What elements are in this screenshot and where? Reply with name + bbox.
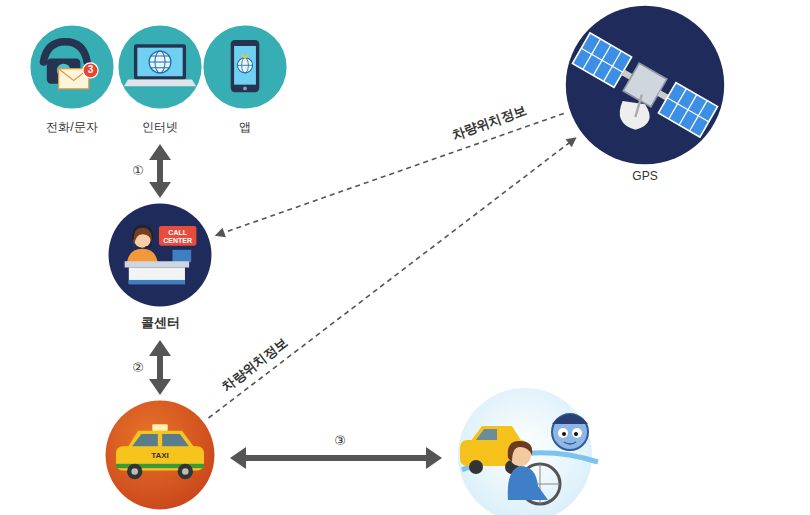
node-circle: CALL CENTER 콜센터 xyxy=(108,203,212,331)
circle-fill xyxy=(109,204,212,307)
passenger-illustration-part xyxy=(508,466,548,500)
passenger-illustration-part xyxy=(508,441,533,462)
node-circle: 인터넷 xyxy=(118,25,202,135)
data-flow-arrow xyxy=(215,113,564,237)
icon-text: TAXI xyxy=(144,452,176,460)
node-label: 전화/문자 xyxy=(30,119,114,135)
connector-line xyxy=(157,157,163,185)
circle-fill xyxy=(106,401,215,510)
passenger-illustration xyxy=(458,388,598,515)
passenger-illustration-part xyxy=(458,388,592,515)
node-icon xyxy=(124,44,196,86)
node-circle: GPS xyxy=(565,5,725,184)
arrow-head xyxy=(215,228,226,237)
arrow-head xyxy=(149,182,171,198)
node-circle: 전화/문자 3 xyxy=(30,25,114,135)
double-arrow xyxy=(230,447,442,469)
arrow-head xyxy=(149,379,171,395)
passenger-illustration-part xyxy=(572,428,582,438)
node-label: GPS xyxy=(565,168,725,184)
data-flow-arrow xyxy=(208,137,576,418)
node-label: 인터넷 xyxy=(118,119,202,135)
step-number: ① xyxy=(132,163,144,179)
passenger-illustration-part xyxy=(469,460,483,474)
circle-outline xyxy=(108,203,212,307)
node-icon xyxy=(231,40,260,92)
arrow-head xyxy=(149,340,171,356)
node-circle: TAXI xyxy=(105,400,215,510)
connector-line xyxy=(208,142,570,418)
passenger-illustration-part xyxy=(562,432,566,436)
edge-label: 차량위치정보 xyxy=(219,335,291,395)
icon-text: 3 xyxy=(83,65,97,76)
passenger-illustration-part xyxy=(470,426,522,442)
request-arrow xyxy=(149,340,171,395)
circle-fill xyxy=(203,25,286,108)
node-circle: 앱 xyxy=(203,25,287,135)
passenger-illustration-part xyxy=(564,442,576,444)
double-arrow-part xyxy=(244,455,428,461)
icon-text: CALL CENTER xyxy=(162,229,194,244)
node-icon xyxy=(116,424,204,479)
step-number: ② xyxy=(132,360,144,376)
callout-number: ③ xyxy=(334,433,346,449)
circle-fill xyxy=(118,25,201,108)
passenger-illustration-part xyxy=(558,428,568,438)
arrow-head xyxy=(566,137,577,147)
circle-outline xyxy=(30,25,114,109)
double-arrow-part xyxy=(230,447,246,469)
node-icon xyxy=(43,42,98,89)
circle-fill xyxy=(30,25,113,108)
circle-fill xyxy=(566,6,724,164)
passenger-illustration-part xyxy=(552,414,588,450)
passenger-illustration-part xyxy=(476,429,497,440)
request-arrow xyxy=(149,144,171,198)
double-arrow-part xyxy=(426,447,442,469)
arrow-head xyxy=(149,144,171,160)
passenger-illustration-part xyxy=(552,414,588,424)
connector-line xyxy=(222,113,564,233)
passenger-illustration-part xyxy=(574,432,578,436)
connector-layer xyxy=(149,113,577,418)
node-label: 앱 xyxy=(203,119,287,135)
node-icon xyxy=(572,33,717,137)
circle-outline xyxy=(565,5,725,165)
circle-outline xyxy=(118,25,202,109)
connector-line xyxy=(157,353,163,382)
node-label: 콜센터 xyxy=(108,315,212,331)
circle-outline xyxy=(203,25,287,109)
node-icon xyxy=(125,226,197,284)
edge-label: 차량위치정보 xyxy=(449,102,528,143)
